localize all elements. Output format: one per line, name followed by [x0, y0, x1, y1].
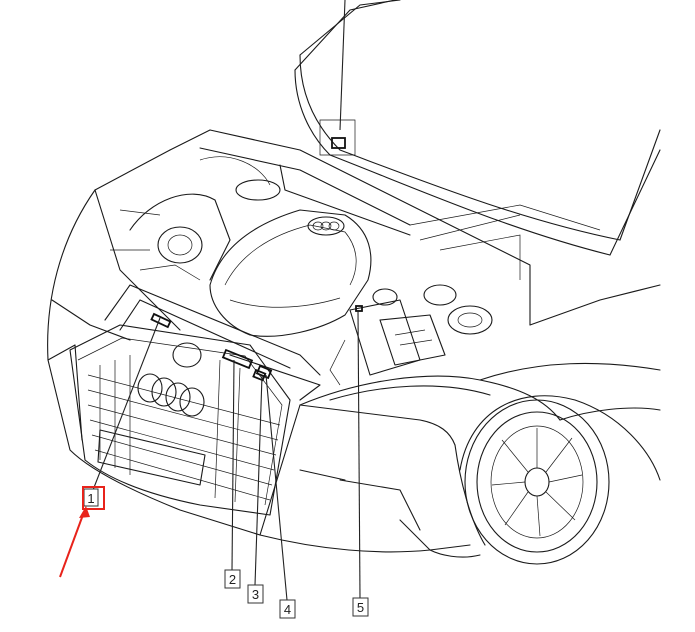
highlight-annotation: [59, 486, 105, 578]
leader-3: [254, 375, 263, 586]
callout-2: 2: [224, 569, 241, 589]
svg-text:3: 3: [252, 587, 259, 602]
license-plate: [97, 429, 206, 486]
lock-carrier: [104, 284, 321, 401]
hood-label-marker: [331, 137, 346, 149]
svg-text:5: 5: [357, 600, 364, 615]
callout-4: 4: [279, 599, 296, 619]
leader-2: [231, 359, 235, 571]
cowl-area: [169, 129, 601, 326]
label-marker-5: [355, 305, 363, 312]
label-marker-1: [150, 312, 172, 329]
right-components: [329, 284, 493, 386]
callout-1: 1: [83, 488, 99, 507]
callout-5: 5: [352, 597, 369, 617]
air-intake: [110, 156, 281, 281]
front-sensor: [172, 342, 202, 368]
car-body: [47, 149, 661, 558]
callout-3: 3: [247, 584, 264, 604]
label-marker-4: [255, 364, 273, 380]
red-arrow-icon: [79, 506, 90, 518]
reservoir-cap: [372, 288, 398, 306]
engine-cover-logo: [307, 216, 345, 236]
svg-text:2: 2: [229, 572, 236, 587]
leader-1: [92, 317, 161, 491]
leader-4: [265, 374, 288, 601]
svg-text:1: 1: [87, 491, 94, 506]
engine-cover: [209, 209, 372, 337]
label-marker-2: [221, 348, 254, 370]
svg-text:4: 4: [284, 602, 291, 617]
leader-hood: [339, 0, 346, 131]
brand-rings-logo: [137, 373, 205, 417]
front-grille: [69, 324, 291, 516]
front-wheel: [459, 395, 661, 565]
leader-5: [357, 309, 361, 599]
open-hood: [294, 0, 661, 256]
leader-lines: [92, 0, 361, 601]
